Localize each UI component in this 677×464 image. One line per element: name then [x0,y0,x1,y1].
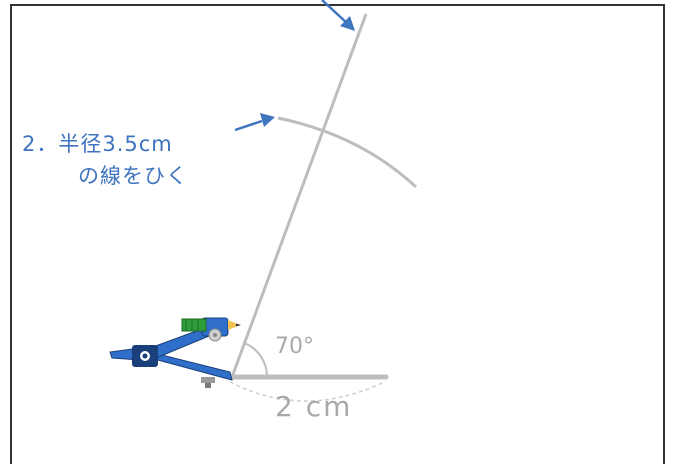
arrow-icon [234,113,275,132]
base-length-label: 2 cm [275,390,353,423]
dimension-arc [229,381,385,402]
step-instruction-line1: 2．半径3.5cm [22,132,173,156]
pencil-icon [181,318,241,332]
arrow-icon [321,0,355,31]
step-instruction-line2: の線をひく [78,164,188,188]
figure-frame [10,4,665,464]
radius-arc [277,116,418,189]
angle-arc [243,342,269,378]
angle-label: 70° [275,334,314,359]
angle-ray [230,13,368,378]
compass-icon [109,317,233,388]
step-instruction: 2．半径3.5cm の線をひく [22,128,188,192]
